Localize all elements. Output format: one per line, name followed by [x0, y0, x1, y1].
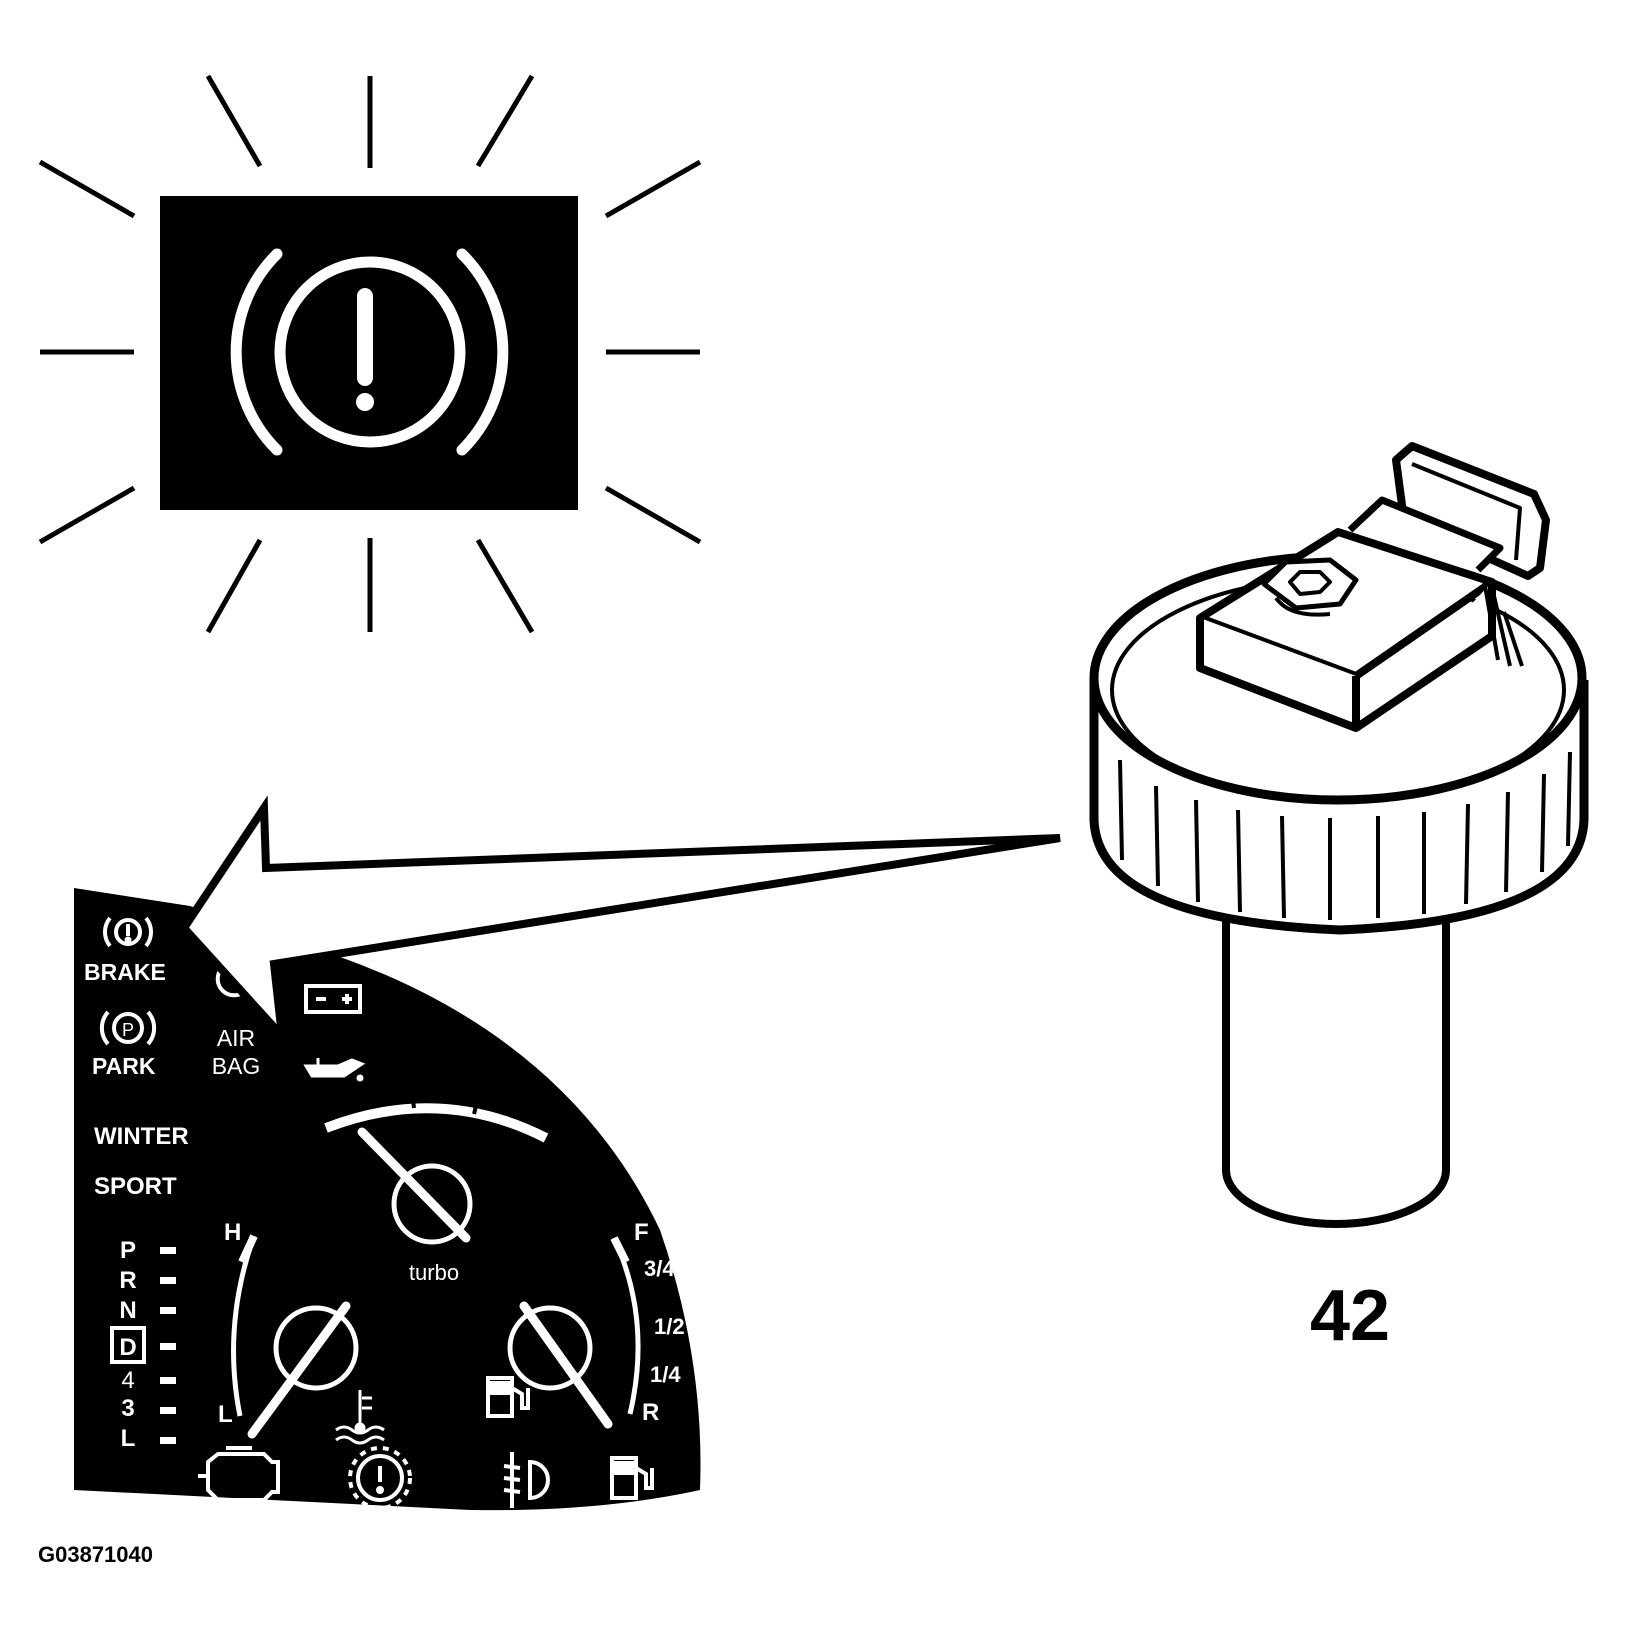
- gear-R: R: [119, 1267, 136, 1294]
- turbo-gauge: [324, 1091, 549, 1245]
- fuel-reserve-label: R: [642, 1399, 659, 1426]
- sport-label: SPORT: [94, 1173, 177, 1200]
- reservoir-tube: [1222, 908, 1450, 1228]
- gear-D: D: [119, 1334, 136, 1361]
- gear-4: 4: [121, 1367, 134, 1394]
- brake-indicator: [102, 916, 154, 948]
- gear-N: N: [119, 1297, 136, 1324]
- coolant-temp-icon: [335, 1390, 385, 1445]
- gear-3: 3: [121, 1395, 134, 1422]
- park-brake-icon: [99, 1010, 157, 1046]
- brake-warning-icon: [230, 248, 509, 456]
- brake-fluid-reservoir-cap-icon: [1089, 442, 1589, 1228]
- turbo-label: turbo: [409, 1260, 459, 1285]
- flashing-brake-warning-lamp: [38, 74, 702, 634]
- fuel-half-label: 1/2: [654, 1314, 685, 1339]
- transmission-warning-icon: [348, 1446, 412, 1510]
- gear-selector: P R N D 4 3 L: [110, 1237, 176, 1452]
- headlamp-leveling-icon: [503, 1452, 550, 1508]
- gear-dashes: [160, 1247, 176, 1444]
- bag-label: BAG: [212, 1053, 261, 1079]
- gear-L: L: [121, 1425, 136, 1452]
- fuel-gauge: [507, 1236, 641, 1429]
- gear-selected-box: [110, 1326, 146, 1364]
- brake-label: BRAKE: [84, 959, 166, 985]
- temp-high-label: H: [224, 1219, 241, 1246]
- pointer-arrow-icon: [178, 795, 1061, 1048]
- fuel-full-label: F: [634, 1219, 649, 1246]
- light-rays: [38, 74, 702, 634]
- fuel-pump-icon: [486, 1376, 530, 1418]
- fuel-three-quarter-label: 3/4: [644, 1256, 675, 1281]
- oil-pressure-icon: [303, 1058, 366, 1082]
- gear-P: P: [120, 1237, 136, 1264]
- figure-id-label: G03871040: [38, 1542, 153, 1567]
- fuel-level-icon: [610, 1456, 654, 1500]
- air-label: AIR: [217, 1025, 255, 1051]
- check-engine-icon: [198, 1446, 280, 1502]
- winter-label: WINTER: [94, 1123, 189, 1150]
- cap-ribs: [1118, 751, 1572, 920]
- temp-low-label: L: [218, 1401, 233, 1428]
- park-label: PARK: [92, 1053, 156, 1079]
- instrument-cluster: BRAKE P PARK AIR BAG WINTER SPORT: [74, 888, 701, 1511]
- park-symbol: P: [122, 1020, 134, 1040]
- temperature-gauge: [231, 1234, 359, 1439]
- part-number-label: 42: [1310, 1276, 1390, 1356]
- battery-icon: [304, 984, 362, 1014]
- fuel-quarter-label: 1/4: [650, 1362, 681, 1387]
- cluster-panel: [74, 888, 701, 1511]
